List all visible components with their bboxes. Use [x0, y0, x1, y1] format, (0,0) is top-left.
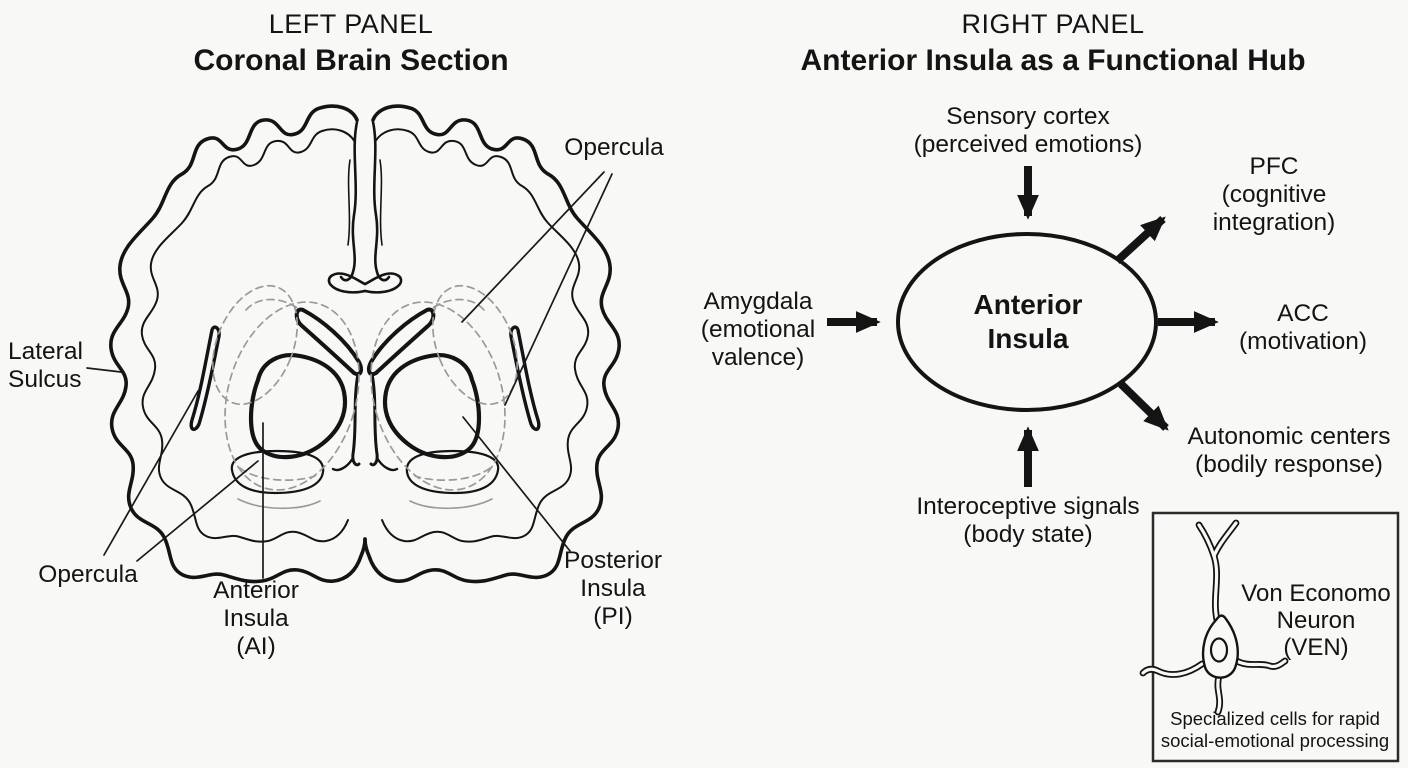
ventricle-bottom-curl: [331, 456, 355, 472]
anterior-insula-hub-ellipse: [896, 232, 1158, 412]
leader-lateral-sulcus: [86, 367, 122, 373]
leader-opercula-top-b: [504, 173, 613, 406]
label-opercula-bottom: Opercula: [38, 561, 138, 588]
right-panel-title-block: RIGHT PANEL Anterior Insula as a Functio…: [800, 9, 1305, 78]
leader-opercula-bottom-b: [136, 460, 259, 562]
arrow-hub-to-autonomic: [1118, 381, 1169, 431]
label-autonomic-centers: Autonomic centers(bodily response): [1187, 423, 1391, 479]
brain-outer-contour: [109, 104, 367, 584]
brain-inner-cortex-line: [140, 128, 356, 543]
left-panel-title-block: LEFT PANEL Coronal Brain Section: [193, 9, 508, 78]
label-sensory-cortex: Sensory cortex(perceived emotions): [913, 103, 1143, 159]
lateral-ventricle: [294, 307, 364, 377]
right-panel-subtitle: Anterior Insula as a Functional Hub: [800, 44, 1306, 77]
dashed-temporal-arc: [239, 467, 316, 481]
hub-diagram: [827, 166, 1400, 763]
ven-nucleus: [1209, 637, 1229, 663]
leader-opercula-bottom-a: [103, 390, 199, 556]
arrow-hub-to-pfc: [1114, 216, 1166, 264]
left-panel-subtitle: Coronal Brain Section: [193, 44, 509, 77]
midline-fissure-inner: [347, 159, 351, 246]
brain-right-hemisphere: [350, 106, 619, 581]
von-economo-neuron-drawing: [1139, 519, 1289, 716]
midline-fissure: [339, 120, 359, 282]
label-opercula-top: Opercula: [564, 134, 664, 161]
dashed-basal-ganglia: [224, 301, 360, 491]
leader-lines: [86, 171, 613, 579]
right-panel-title: RIGHT PANEL: [961, 9, 1145, 39]
brain-left-hemisphere: [109, 104, 367, 584]
leader-posterior-insula: [462, 416, 571, 552]
dashed-upper-arc: [245, 298, 301, 311]
insula-shape: [249, 353, 348, 460]
dashed-opercular-region: [211, 284, 299, 406]
third-ventricle-wall: [351, 372, 361, 467]
ven-soma: [1201, 614, 1239, 679]
coronal-brain-illustration: [86, 104, 619, 584]
left-panel-title: LEFT PANEL: [268, 9, 434, 39]
ven-inset-box: [1151, 511, 1400, 763]
temporal-underline: [237, 498, 321, 510]
label-acc: ACC(motivation): [1239, 300, 1367, 356]
hub-arrows: [827, 166, 1219, 487]
corpus-callosum: [327, 272, 367, 294]
leader-opercula-top-a: [461, 171, 605, 323]
temporal-structure: [230, 449, 325, 495]
dashed-deep-structures: [211, 284, 360, 491]
label-interoceptive-signals: Interoceptive signals(body state): [916, 493, 1140, 549]
